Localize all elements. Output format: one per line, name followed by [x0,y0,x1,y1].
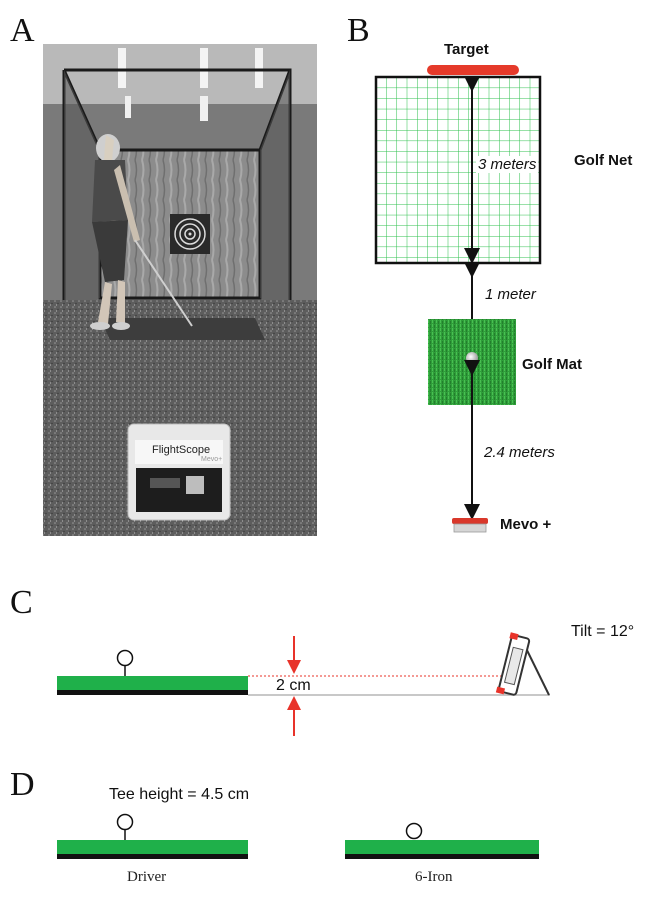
gap-distance-label: 1 meter [485,286,536,303]
mevo-distance-label: 2.4 meters [484,444,555,461]
device-brand-text: FlightScope [152,444,211,456]
height-arrows [287,636,301,736]
ball-iron [405,822,423,840]
tee-height-label: Tee height = 4.5 cm [109,786,250,803]
panel-label-b: B [347,12,370,49]
mevo-device-photo [127,423,231,521]
driver-caption: Driver [127,869,167,885]
golf-mat-label: Golf Mat [522,356,582,373]
target-bar [427,65,519,75]
mat-driver-base [57,854,248,859]
net-distance-label: 3 meters [476,156,539,173]
mevo-icon [452,518,488,533]
ball-driver [116,813,134,831]
golfer-figure [90,134,193,330]
height-label: 2 cm [276,677,311,694]
mat-iron-base [345,854,539,859]
golf-ball [466,352,478,364]
mat-driver-green [57,840,248,854]
tilt-label: Tilt = 12° [571,623,635,640]
target-label: Target [444,41,489,58]
tilted-device [495,632,550,696]
panel-label-c: C [10,584,33,621]
mat-c-base [57,690,248,695]
ball-c [116,649,134,667]
panel-label-d: D [10,766,35,803]
iron-caption: 6-Iron [415,869,453,885]
panel-label-a: A [10,12,35,49]
mat-c-green [57,676,248,690]
mat-iron-green [345,840,539,854]
device-model-text: Mevo+ [201,456,223,463]
golf-net-label: Golf Net [574,152,633,169]
mevo-label: Mevo + [500,516,552,533]
photo-golf-setup [43,44,317,536]
